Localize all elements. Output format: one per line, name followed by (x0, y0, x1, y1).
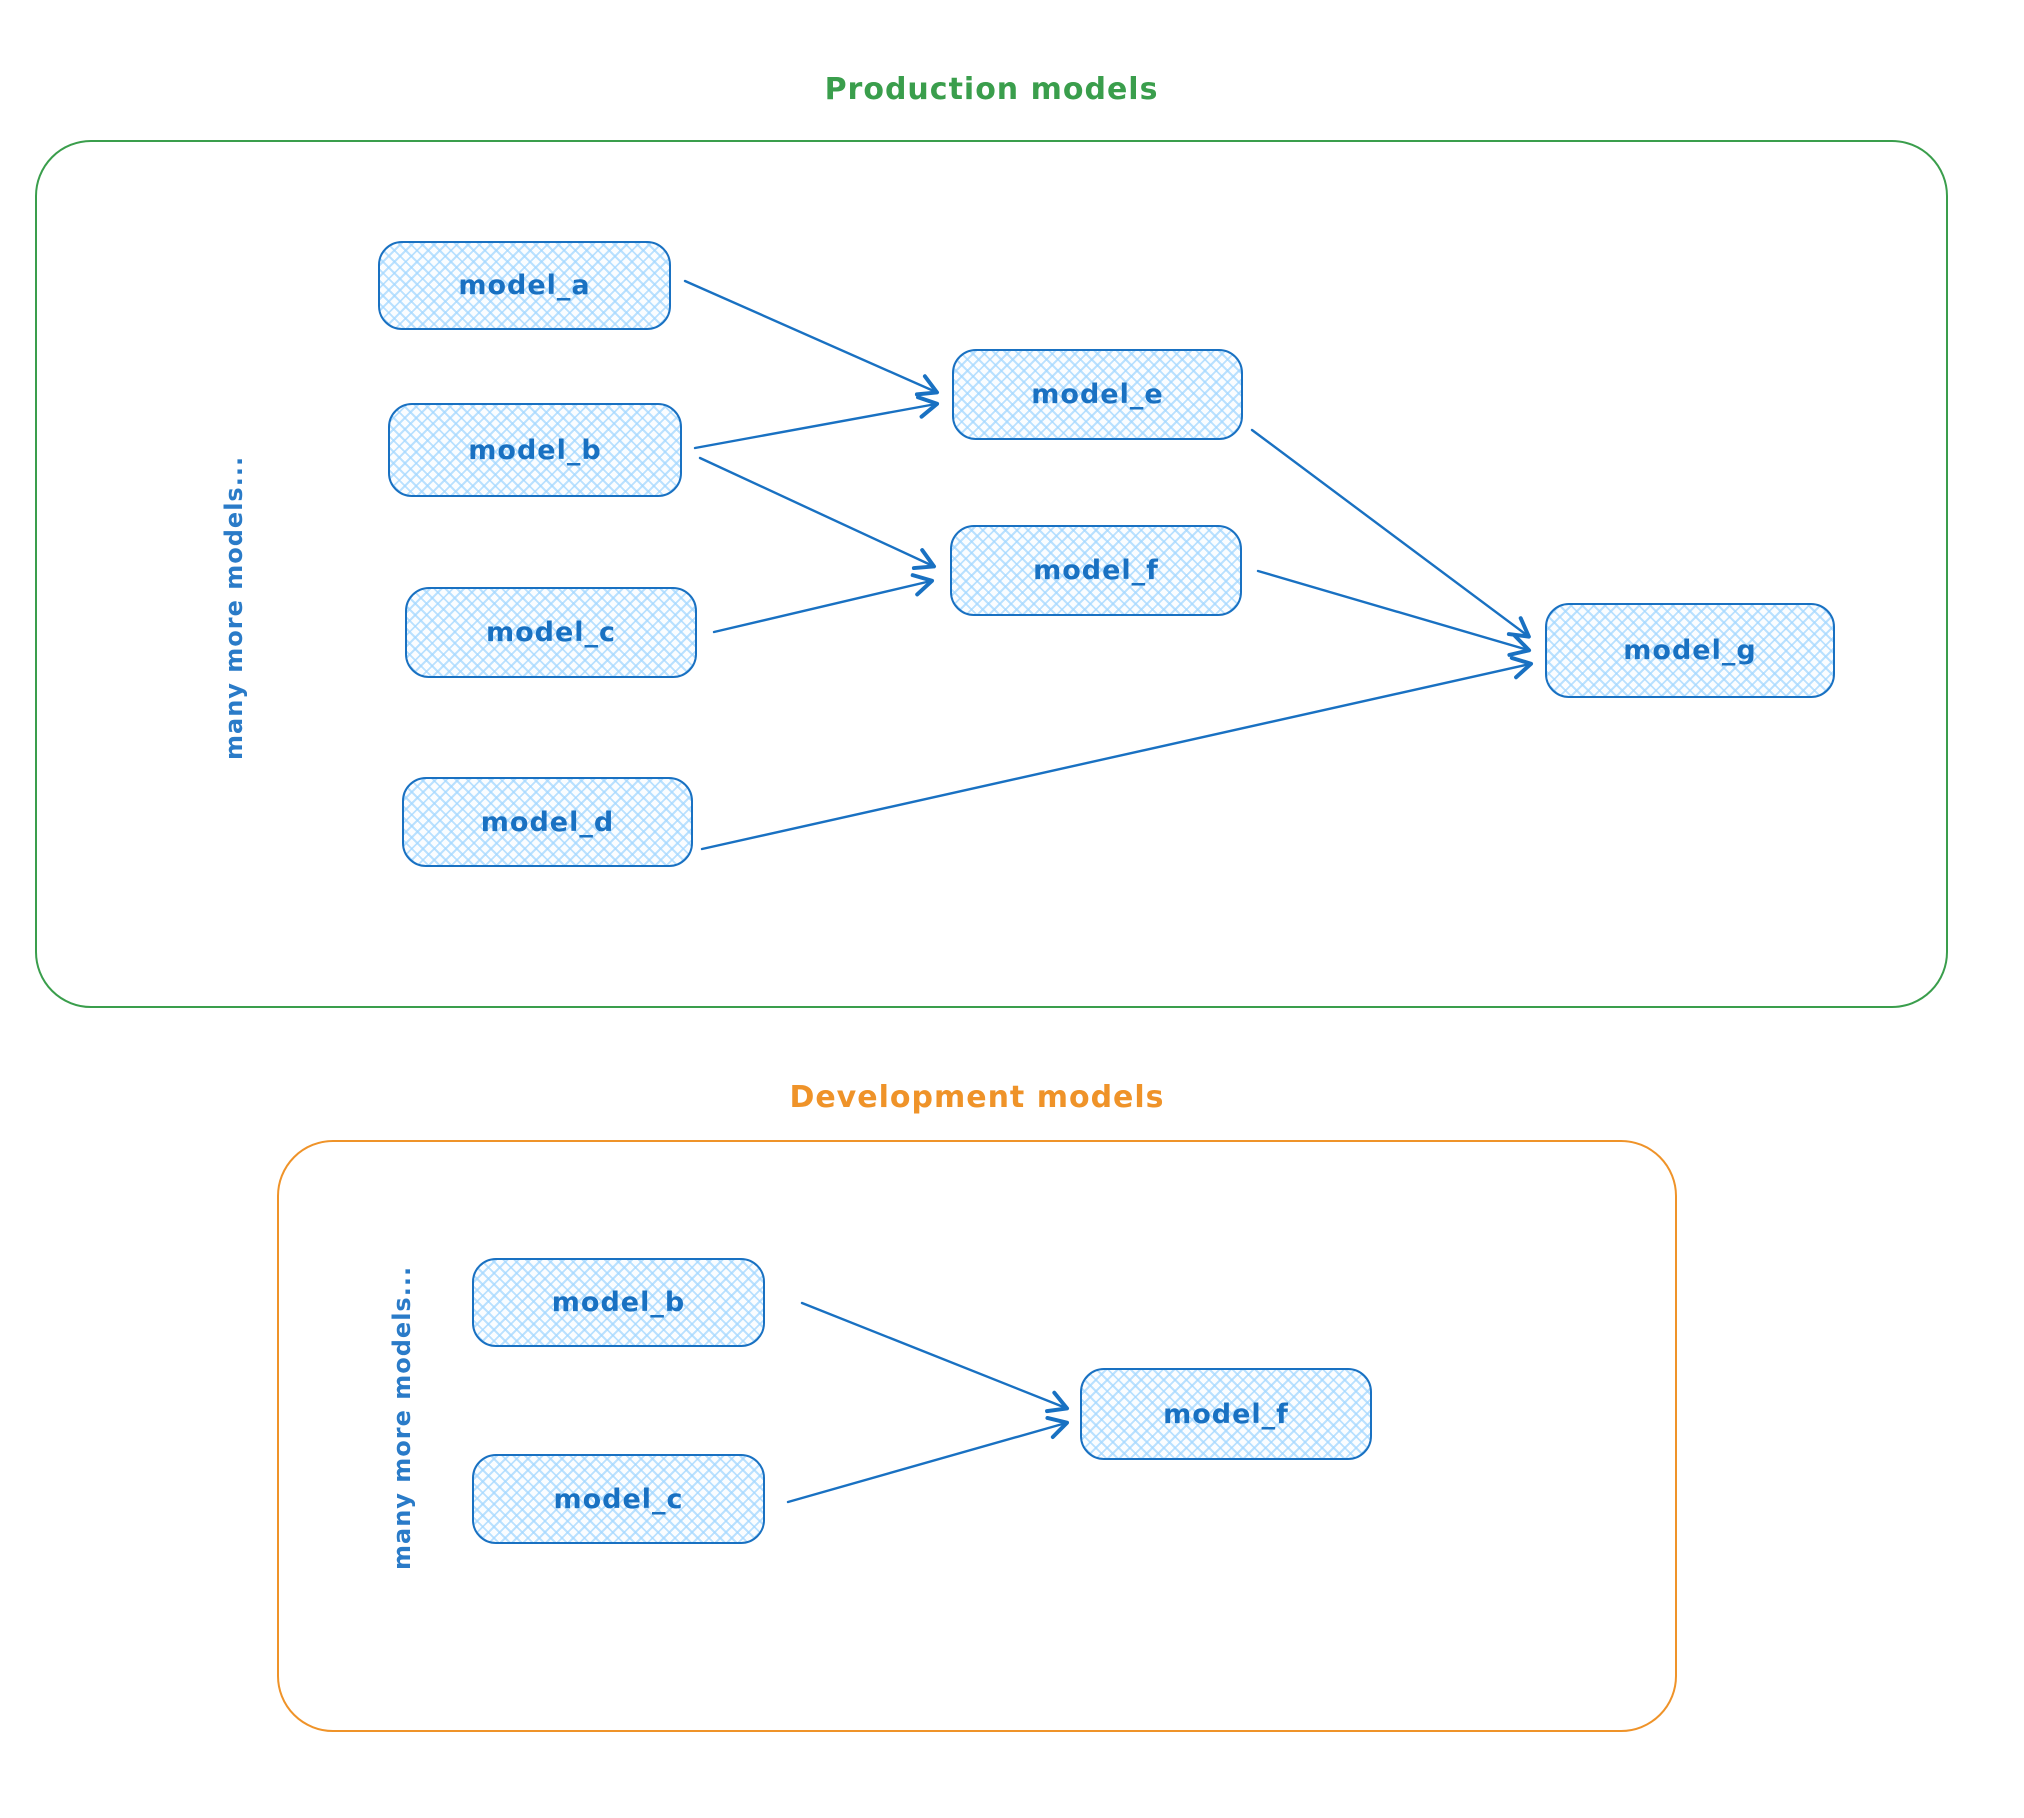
node-label-model-c: model_c (485, 617, 617, 648)
node-label-model-e: model_e (1031, 379, 1164, 410)
node-production-model-f: model_f (950, 525, 1242, 616)
production-section-title: Production models (824, 72, 1159, 107)
node-development-model-b: model_b (472, 1258, 765, 1347)
production-container (35, 140, 1948, 1008)
node-label-dev-model-f: model_f (1163, 1398, 1289, 1430)
node-production-model-c: model_c (405, 587, 697, 678)
node-production-model-a: model_a (378, 241, 671, 330)
node-production-model-e: model_e (952, 349, 1243, 440)
development-section-title: Development models (789, 1080, 1165, 1115)
production-side-note: many more models... (220, 455, 248, 760)
node-production-model-g: model_g (1545, 603, 1835, 698)
node-development-model-f: model_f (1080, 1368, 1372, 1460)
node-production-model-d: model_d (402, 777, 693, 867)
node-production-model-b: model_b (388, 403, 682, 497)
node-label-model-f: model_f (1033, 555, 1159, 586)
development-container (277, 1140, 1677, 1732)
node-label-model-b: model_b (468, 434, 602, 466)
node-label-model-d: model_d (480, 806, 615, 838)
node-label-dev-model-c: model_c (553, 1483, 684, 1515)
development-side-note: many more models... (388, 1265, 416, 1570)
node-development-model-c: model_c (472, 1454, 765, 1544)
node-label-dev-model-b: model_b (551, 1287, 686, 1318)
node-label-model-g: model_g (1623, 635, 1757, 666)
node-label-model-a: model_a (458, 270, 591, 301)
